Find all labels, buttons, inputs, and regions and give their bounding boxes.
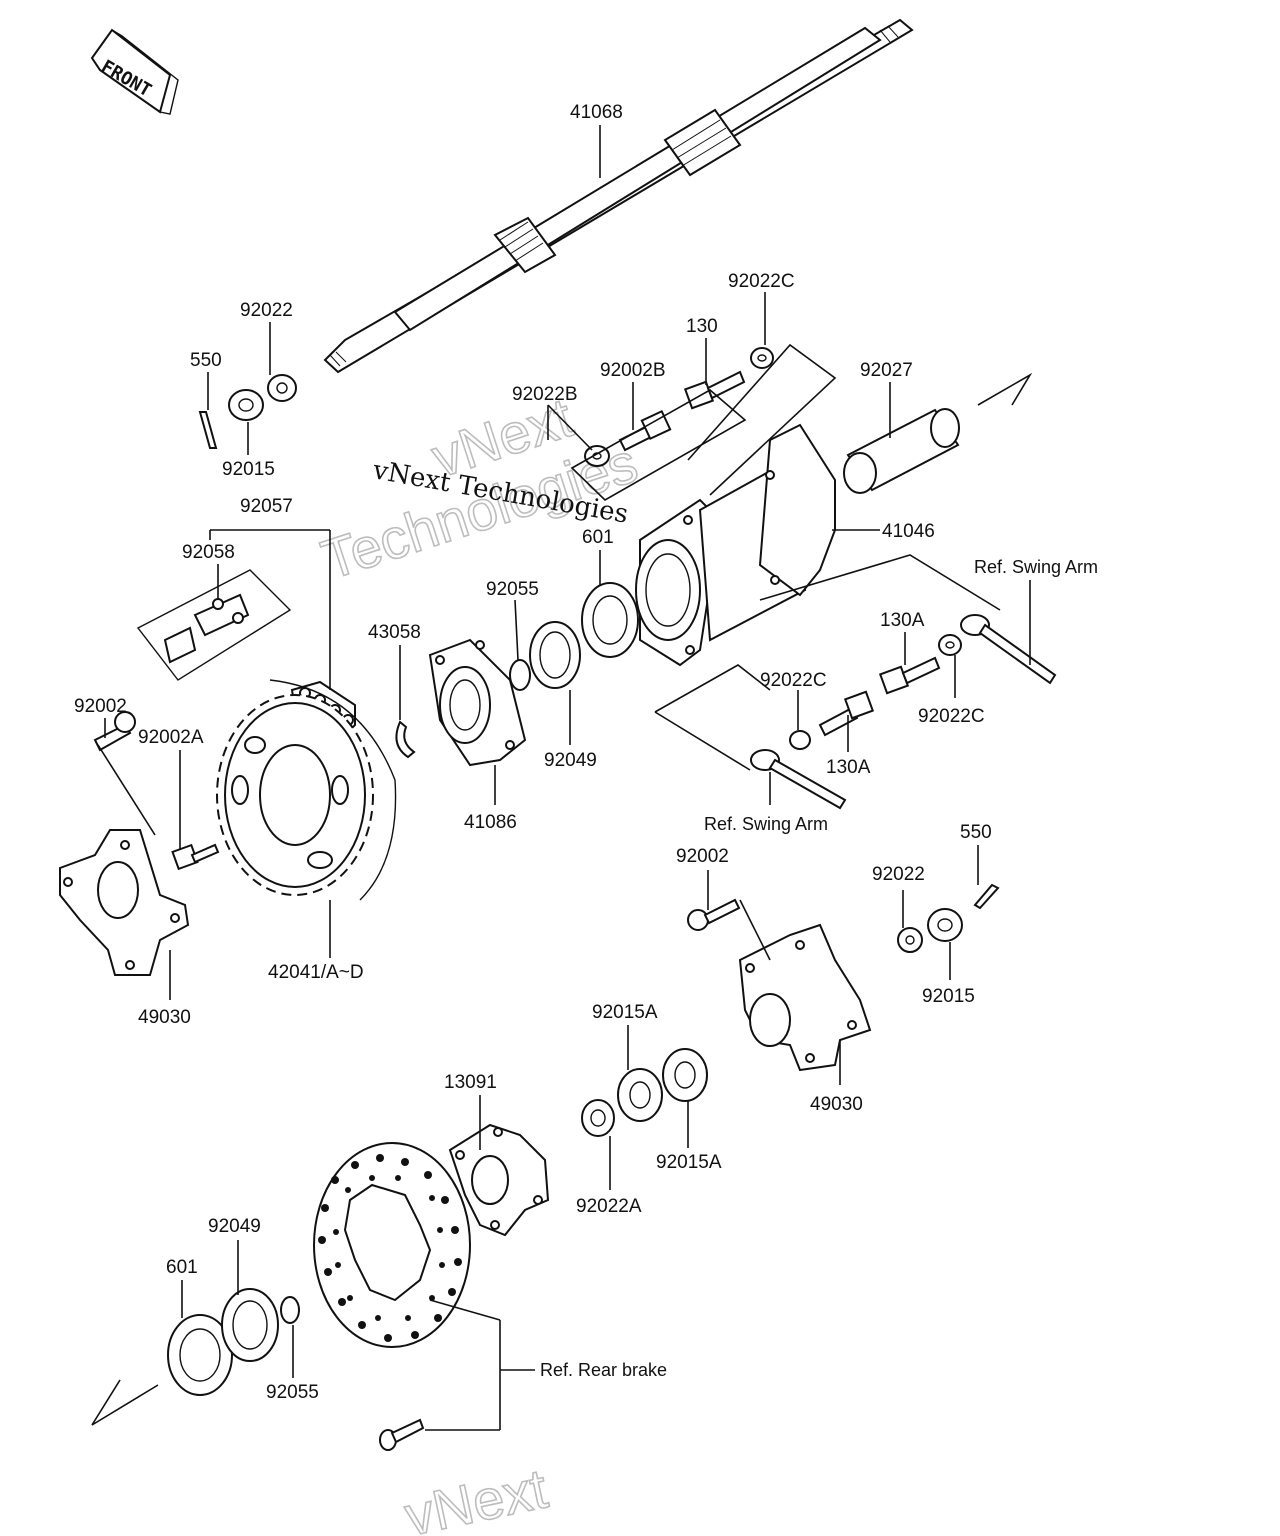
perspective-guides — [91, 343, 1033, 1426]
label-42041: 42041/A~D — [268, 962, 364, 983]
o-ring-92055-mid — [509, 659, 531, 691]
label-92002-left: 92002 — [74, 696, 127, 717]
bolt-92002a — [171, 843, 220, 871]
ref-rear-brake: Ref. Rear brake — [540, 1360, 667, 1380]
label-92022c-mid: 92022C — [760, 670, 827, 691]
label-92002-right: 92002 — [676, 846, 729, 867]
washer-92022c-mid — [789, 730, 811, 750]
label-601-bottom: 601 — [166, 1257, 198, 1278]
label-92049-mid: 92049 — [544, 750, 597, 771]
label-92022b: 92022B — [512, 384, 578, 405]
bolt-92002b — [618, 409, 672, 452]
label-43058: 43058 — [368, 622, 421, 643]
label-49030-right: 49030 — [810, 1094, 863, 1115]
swing-arm-bolt-top — [960, 614, 1057, 685]
label-92027: 92027 — [860, 360, 913, 381]
label-92049-bottom: 92049 — [208, 1216, 261, 1237]
label-92015-right: 92015 — [922, 986, 975, 1007]
front-arrow-icon: FRONT — [90, 28, 179, 115]
bolt-130a-top — [878, 656, 941, 695]
label-92002b: 92002B — [600, 360, 666, 381]
nut-92015a-2 — [662, 1048, 708, 1102]
label-92022a: 92022A — [576, 1196, 642, 1217]
brake-disc — [313, 1142, 471, 1348]
label-13091: 13091 — [444, 1072, 497, 1093]
swing-arm-bolt-mid — [750, 749, 847, 810]
sprocket-hub-49030-left — [59, 829, 190, 976]
label-92022c-right: 92022C — [918, 706, 985, 727]
label-41046: 41046 — [882, 521, 935, 542]
reference-labels: Ref. Swing Arm Ref. Swing Arm Ref. Rear … — [540, 557, 1098, 1380]
part-labels: 41068 92022 550 92015 92022C 130 92002B … — [74, 102, 992, 1403]
washer-92022c-top — [750, 347, 774, 369]
hub-flange-41086 — [428, 638, 527, 767]
cotter-pin-550-right — [973, 883, 1000, 910]
label-92058: 92058 — [182, 542, 235, 563]
label-92022-top: 92022 — [240, 300, 293, 321]
label-92022c-top: 92022C — [728, 271, 795, 292]
label-41086: 41086 — [464, 812, 517, 833]
label-130: 130 — [686, 316, 718, 337]
bolt-130a-mid — [818, 690, 875, 737]
brake-disc-hub-13091 — [448, 1123, 550, 1237]
nut-92015a-1 — [617, 1068, 663, 1122]
label-601-mid: 601 — [582, 527, 614, 548]
label-92015a-bottom: 92015A — [656, 1152, 722, 1173]
sleeve-92027 — [843, 408, 960, 494]
label-92015-top: 92015 — [222, 459, 275, 480]
bolt-92002-left — [93, 711, 136, 752]
castle-nut-92015-right — [927, 908, 963, 942]
washer-92022a — [581, 1099, 615, 1137]
label-92055-bottom: 92055 — [266, 1382, 319, 1403]
chain-joint-92058 — [136, 569, 292, 681]
oil-seal-92049-bottom — [221, 1288, 279, 1362]
ref-swing-arm-top: Ref. Swing Arm — [974, 557, 1098, 577]
label-130a-top: 130A — [880, 610, 925, 631]
brake-hub-49030-right — [738, 923, 872, 1072]
label-41068: 41068 — [570, 102, 623, 123]
disc-bolt — [379, 1418, 425, 1451]
bolt-92002-right — [687, 898, 741, 931]
castle-nut-92015-top — [228, 389, 264, 421]
label-49030-left: 49030 — [138, 1007, 191, 1028]
watermark-bottom: vNext — [399, 1456, 553, 1536]
o-ring-92055-bottom — [280, 1296, 300, 1324]
bearing-601-mid — [581, 582, 639, 658]
label-550-right: 550 — [960, 822, 992, 843]
leader-lines — [104, 125, 1031, 1431]
label-550-top: 550 — [190, 350, 222, 371]
washer-92022-top — [267, 374, 297, 402]
label-92015a-top: 92015A — [592, 1002, 658, 1023]
label-92055-mid: 92055 — [486, 579, 539, 600]
washer-92022c-right — [938, 634, 962, 656]
washer-92022-right — [897, 927, 923, 953]
label-92002a: 92002A — [138, 727, 204, 748]
axle-housing-41046 — [635, 423, 836, 667]
label-92057: 92057 — [240, 496, 293, 517]
axle-shaft-41068 — [323, 18, 914, 374]
oil-seal-92049-mid — [529, 621, 581, 689]
cotter-pin-550-top — [198, 411, 218, 449]
sprocket-42041 — [216, 679, 397, 901]
circlip-43058 — [395, 720, 416, 759]
ref-swing-arm-mid: Ref. Swing Arm — [704, 814, 828, 834]
label-130a-mid: 130A — [826, 757, 871, 778]
bearing-601-bottom — [167, 1314, 233, 1396]
bolt-130 — [683, 370, 746, 410]
label-92022-right: 92022 — [872, 864, 925, 885]
